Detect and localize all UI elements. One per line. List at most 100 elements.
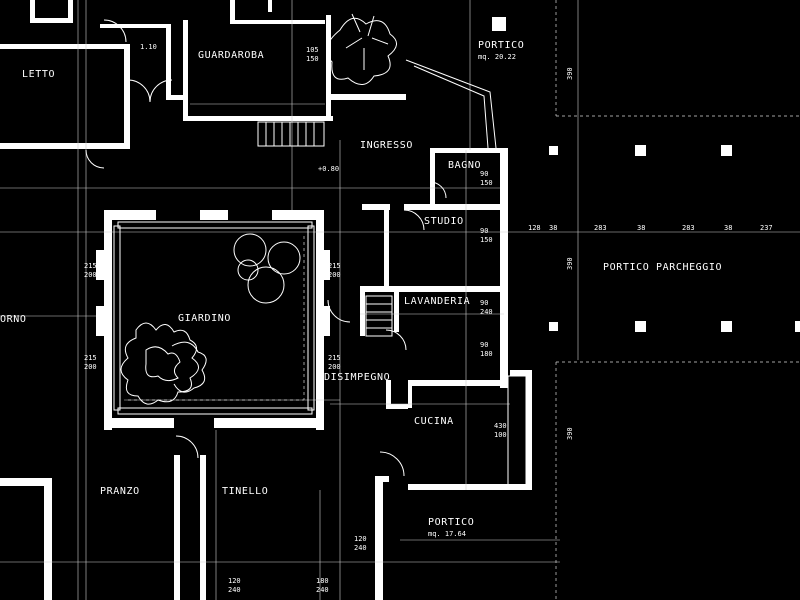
dimension-label: 38 — [637, 224, 645, 232]
dimension-label: 240 — [316, 586, 329, 594]
wall — [104, 210, 112, 430]
wall — [326, 94, 406, 100]
wall — [183, 116, 333, 121]
wall — [200, 455, 206, 600]
door-swings — [85, 19, 447, 477]
column — [492, 17, 506, 31]
dimension-label: 90 — [480, 227, 488, 235]
wall — [30, 0, 35, 22]
dimension-label: 283 — [682, 224, 695, 232]
wall — [375, 476, 389, 482]
wall — [408, 484, 532, 490]
dimension-label: 240 — [354, 544, 367, 552]
dimension-label: 90 — [480, 170, 488, 178]
wall — [404, 204, 502, 210]
wall — [526, 370, 532, 490]
wall — [68, 0, 73, 23]
dimension-label: 283 — [594, 224, 607, 232]
wall — [0, 44, 125, 49]
dimension-label: 215 — [328, 262, 341, 270]
wall — [386, 380, 391, 408]
wall — [360, 286, 365, 336]
wall — [362, 204, 390, 210]
dimension-label: 390 — [566, 257, 574, 270]
dimension-label: 150 — [480, 236, 493, 244]
room-label-portico-bottom: PORTICO — [428, 517, 474, 528]
wall — [384, 204, 389, 290]
room-area-portico-top: mq. 20.22 — [478, 53, 516, 61]
dimension-label: 128 — [528, 224, 541, 232]
stairs — [257, 121, 393, 337]
dimension-label: 180 — [316, 577, 329, 585]
column — [721, 321, 732, 332]
wall — [386, 404, 408, 409]
window — [117, 407, 313, 415]
dimension-label: 200 — [84, 271, 97, 279]
wall — [214, 418, 324, 428]
dimension-label: 90 — [480, 299, 488, 307]
room-label-forno: ORNO — [0, 314, 26, 325]
room-label-cucina: CUCINA — [414, 416, 454, 427]
column — [549, 146, 558, 155]
room-label-giardino: GIARDINO — [178, 313, 231, 324]
dimension-label: 390 — [566, 427, 574, 440]
room-labels: LETTO GUARDAROBA PORTICO mq. 20.22 INGRE… — [0, 40, 722, 538]
wall — [408, 380, 508, 386]
wall — [430, 148, 508, 153]
room-label-pranzo: PRANZO — [100, 486, 140, 497]
dimension-label: +0.80 — [318, 165, 339, 173]
walls — [0, 0, 532, 600]
wall — [268, 0, 272, 12]
dimension-label: 390 — [566, 67, 574, 80]
dimension-label: 430 — [494, 422, 507, 430]
wall — [0, 478, 50, 486]
wall — [394, 286, 399, 332]
dimension-label: 105 — [306, 46, 319, 54]
dimension-label: 120 — [354, 535, 367, 543]
dimension-label: 150 — [306, 55, 319, 63]
wall — [44, 478, 52, 600]
wall — [96, 306, 106, 336]
room-label-tinello: TINELLO — [222, 486, 268, 497]
wall — [166, 95, 186, 100]
room-label-portico-top: PORTICO — [478, 40, 524, 51]
room-area-portico-bottom: mq. 17.64 — [428, 530, 466, 538]
column — [549, 322, 558, 331]
window — [307, 225, 315, 411]
room-label-letto: LETTO — [22, 69, 55, 80]
wall — [96, 250, 106, 280]
column — [795, 321, 800, 332]
dimension-labels: 1.10 105 150 +0.80 90 150 90 150 90 240 … — [84, 43, 773, 594]
wall — [322, 250, 330, 280]
dimension-label: 215 — [328, 354, 341, 362]
dimension-label: 200 — [84, 363, 97, 371]
dimension-label: 200 — [328, 363, 341, 371]
wall — [272, 210, 322, 220]
wall — [230, 20, 325, 24]
wall — [183, 20, 188, 120]
dimension-label: 1.10 — [140, 43, 157, 51]
wall — [100, 24, 170, 28]
wall — [200, 210, 228, 220]
room-label-portico-parcheggio: PORTICO PARCHEGGIO — [603, 262, 722, 273]
room-label-guardaroba: GUARDAROBA — [198, 50, 264, 61]
wall — [30, 18, 70, 23]
column — [721, 145, 732, 156]
room-label-ingresso: INGRESSO — [360, 140, 413, 151]
window — [113, 225, 121, 411]
wall — [500, 148, 508, 388]
wall — [316, 210, 324, 430]
dimension-label: 237 — [760, 224, 773, 232]
wall — [510, 370, 532, 376]
portico-columns — [492, 17, 800, 332]
wall — [375, 476, 383, 600]
wall — [430, 148, 435, 204]
wall — [230, 0, 235, 24]
dimension-label: 38 — [724, 224, 732, 232]
wall — [104, 418, 174, 428]
wall — [166, 24, 171, 100]
dimension-label: 90 — [480, 341, 488, 349]
dimension-label: 240 — [480, 308, 493, 316]
wall — [0, 143, 128, 149]
